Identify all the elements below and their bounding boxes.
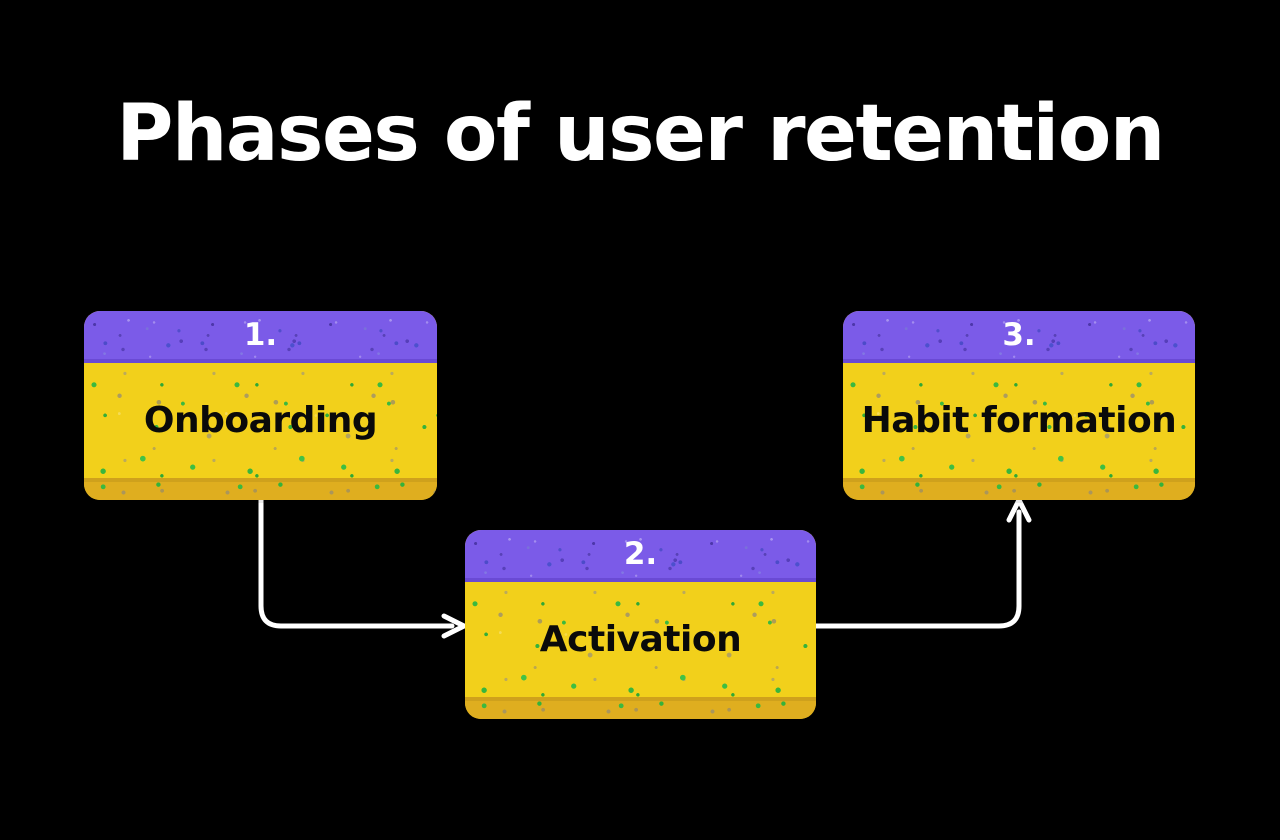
card-bottom-edge [843,478,1195,500]
card-number: 1. [243,316,278,353]
arrowhead-up-icon [1006,497,1032,523]
card-bottom-edge [84,478,437,500]
card-number: 2. [623,535,658,572]
card-bottom-edge [465,697,816,719]
card-body: Onboarding [84,363,437,478]
card-label: Onboarding [143,399,378,441]
card-label: Activation [539,618,742,660]
card-number: 3. [1002,316,1036,353]
connector-onboarding-to-activation [258,497,467,639]
phase-card-habit-formation[interactable]: 3. Habit formation [843,311,1195,500]
card-label: Habit formation [861,399,1177,441]
card-header-band: 1. [84,311,437,363]
card-body: Activation [465,582,816,697]
phase-card-onboarding[interactable]: 1. Onboarding [84,311,437,500]
arrowhead-right-icon [441,613,467,639]
card-body: Habit formation [843,363,1195,478]
card-header-band: 2. [465,530,816,582]
page-title: Phases of user retention [116,89,1165,179]
phase-card-activation[interactable]: 2. Activation [465,530,816,719]
connector-activation-to-habit [813,497,1032,629]
card-header-band: 3. [843,311,1195,363]
